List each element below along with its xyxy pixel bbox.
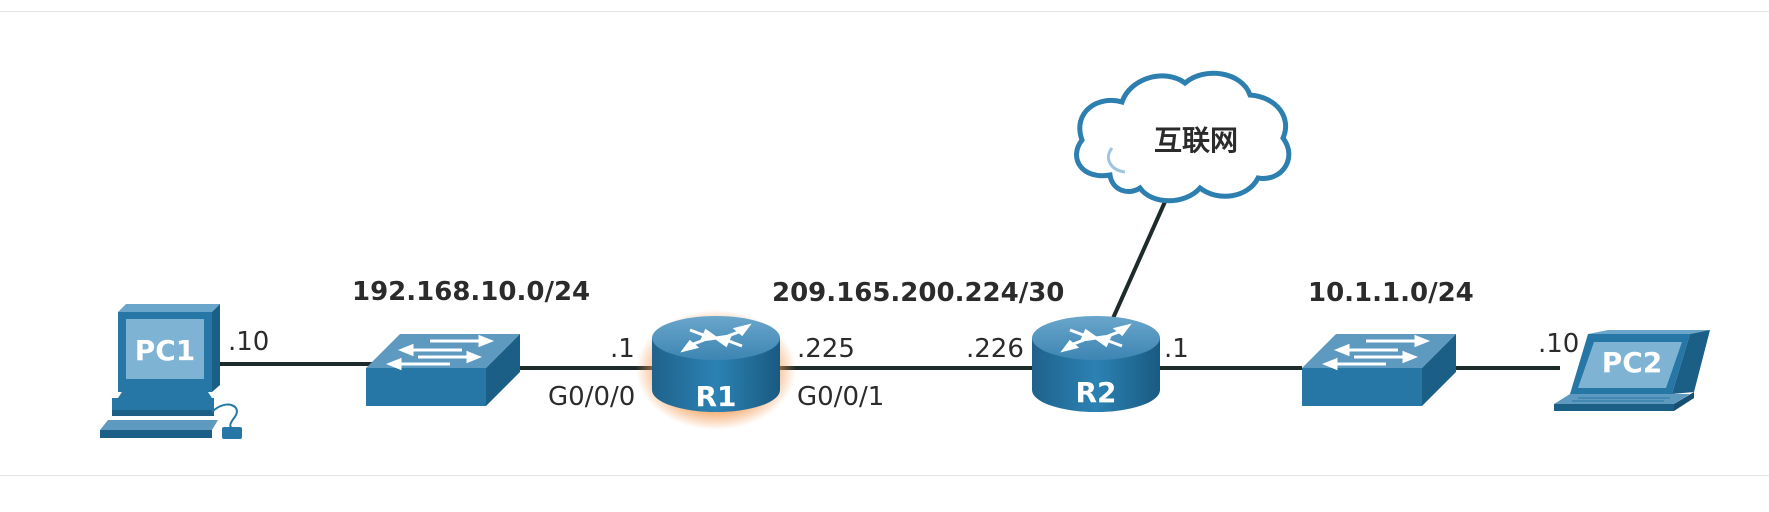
pc2-address: .10 [1538, 329, 1579, 359]
switch-2: 10.1.1.0/24 [1302, 278, 1474, 406]
laptop-icon [1554, 330, 1710, 411]
r1-wan-address: .225 [797, 334, 855, 364]
router-r1: R1 .1 G0/0/0 .225 G0/0/1 [548, 310, 884, 430]
r2-lan-address: .1 [1164, 334, 1189, 364]
pc2-name: PC2 [1602, 346, 1663, 379]
router-icon [1032, 316, 1160, 412]
router-icon [652, 316, 780, 412]
pc1: PC1 .10 [100, 304, 269, 439]
r1-lan-interface: G0/0/0 [548, 382, 635, 412]
r2-name: R2 [1075, 376, 1116, 409]
cloud-inner-highlight [1107, 147, 1126, 174]
r1-lan-address: .1 [610, 334, 635, 364]
r1-wan-interface: G0/0/1 [797, 382, 884, 412]
switch-1: 192.168.10.0/24 [352, 277, 590, 406]
top-rule [0, 11, 1769, 12]
bottom-rule [0, 475, 1769, 476]
desktop-computer-icon [100, 304, 242, 439]
pc1-address: .10 [228, 327, 269, 357]
link-r2-internet [1108, 194, 1170, 326]
r1-name: R1 [695, 380, 736, 413]
cloud-label: 互联网 [1154, 124, 1238, 157]
pc1-name: PC1 [135, 334, 196, 367]
switch-icon [1302, 334, 1456, 406]
internet-cloud: 互联网 [1074, 70, 1292, 204]
cloud-icon [1074, 70, 1292, 204]
lan1-network-label: 192.168.10.0/24 [352, 277, 590, 307]
switch-icon [366, 334, 520, 406]
r2-wan-address: .226 [966, 334, 1024, 364]
wan-network-label: 209.165.200.224/30 [772, 278, 1064, 308]
lan2-network-label: 10.1.1.0/24 [1308, 278, 1474, 308]
links [205, 194, 1560, 370]
pc2: PC2 .10 [1538, 329, 1710, 411]
router-r2: R2 .226 .1 [966, 316, 1189, 412]
